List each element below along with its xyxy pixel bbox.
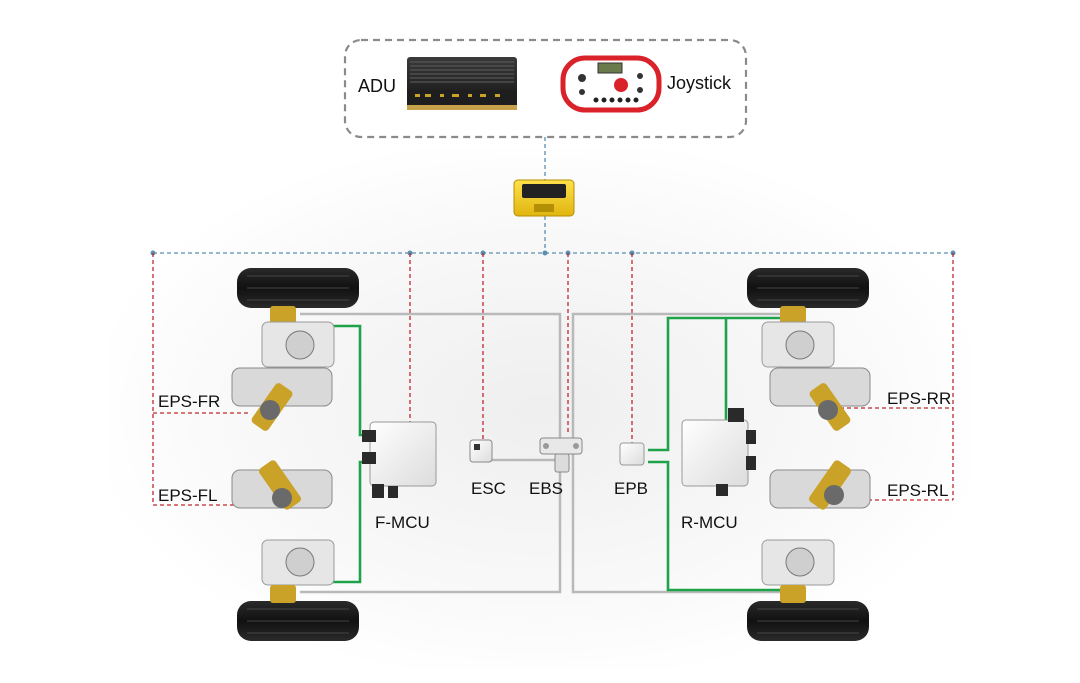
r-mcu-module bbox=[681, 408, 756, 496]
epb-label: EPB bbox=[614, 479, 649, 498]
eps-fr-label: EPS-FR bbox=[158, 392, 221, 411]
esc-module bbox=[469, 439, 493, 463]
tire-rear-bottom bbox=[747, 601, 869, 641]
ebs-label: EBS bbox=[529, 479, 564, 498]
esc-label: ESC bbox=[471, 479, 506, 498]
signal-lines bbox=[152, 253, 954, 506]
eps-rl-label: EPS-RL bbox=[887, 481, 949, 500]
adu-label: ADU bbox=[358, 76, 397, 96]
adu-device-image bbox=[407, 57, 517, 110]
r-mcu-label: R-MCU bbox=[681, 513, 738, 532]
tire-front-bottom bbox=[237, 601, 359, 641]
f-mcu-label: F-MCU bbox=[375, 513, 430, 532]
tire-rear-top bbox=[747, 268, 869, 308]
eps-fl-label: EPS-FL bbox=[158, 486, 218, 505]
f-mcu-module bbox=[362, 421, 437, 498]
joystick-label: Joystick bbox=[667, 73, 732, 93]
epb-module bbox=[619, 442, 645, 466]
suspension-front-left bbox=[231, 306, 335, 603]
ebs-module bbox=[539, 437, 583, 473]
tire-front-top bbox=[237, 268, 359, 308]
eps-rr-label: EPS-RR bbox=[887, 389, 952, 408]
can-bus-lines bbox=[153, 137, 953, 254]
joystick-device-image bbox=[560, 55, 662, 113]
gateway-module bbox=[513, 179, 575, 217]
suspension-rear-right bbox=[761, 306, 871, 603]
